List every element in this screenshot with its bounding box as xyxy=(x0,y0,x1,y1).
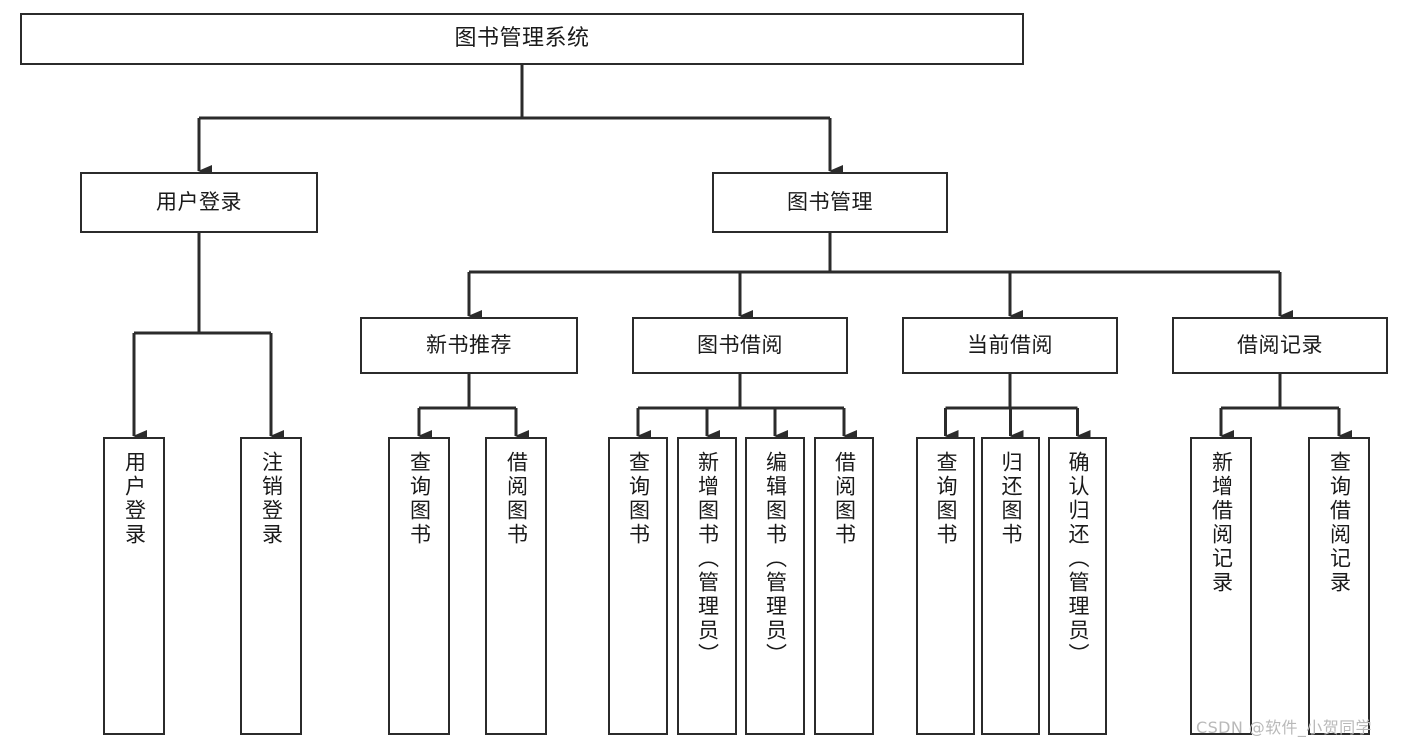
node-label: 编辑图书（管理员） xyxy=(763,451,788,667)
node-current-borrow: 当前借阅 xyxy=(902,317,1118,374)
node-leaf-10: 归还图书 xyxy=(981,437,1040,735)
node-label: 确认归还（管理员） xyxy=(1066,451,1090,667)
node-label: 新书推荐 xyxy=(426,333,512,358)
node-label: 新增图书（管理员） xyxy=(695,451,720,667)
node-leaf-9: 查询图书 xyxy=(916,437,975,735)
node-leaf-5: 查询图书 xyxy=(608,437,668,735)
node-leaf-4: 借阅图书 xyxy=(485,437,547,735)
node-label: 图书管理系统 xyxy=(454,26,590,52)
node-label: 查询借阅记录 xyxy=(1327,451,1352,595)
node-new-book-rec: 新书推荐 xyxy=(360,317,578,374)
node-borrow-record: 借阅记录 xyxy=(1172,317,1388,374)
node-label: 图书管理 xyxy=(787,190,873,215)
node-leaf-6: 新增图书（管理员） xyxy=(677,437,737,735)
node-label: 查询图书 xyxy=(407,451,432,547)
node-user-login: 用户登录 xyxy=(80,172,318,233)
node-book-manage: 图书管理 xyxy=(712,172,948,233)
node-label: 归还图书 xyxy=(999,451,1023,547)
node-label: 当前借阅 xyxy=(967,333,1053,358)
node-leaf-1: 用户登录 xyxy=(103,437,165,735)
node-label: 图书借阅 xyxy=(697,333,783,358)
node-label: 借阅图书 xyxy=(504,451,529,547)
node-label: 新增借阅记录 xyxy=(1209,451,1234,595)
node-label: 借阅图书 xyxy=(832,451,857,547)
node-leaf-11: 确认归还（管理员） xyxy=(1048,437,1107,735)
node-leaf-13: 查询借阅记录 xyxy=(1308,437,1370,735)
node-leaf-12: 新增借阅记录 xyxy=(1190,437,1252,735)
node-label: 用户登录 xyxy=(156,190,242,215)
node-label: 借阅记录 xyxy=(1237,333,1323,358)
node-leaf-2: 注销登录 xyxy=(240,437,302,735)
node-leaf-3: 查询图书 xyxy=(388,437,450,735)
node-leaf-8: 借阅图书 xyxy=(814,437,874,735)
node-root: 图书管理系统 xyxy=(20,13,1024,65)
node-label: 注销登录 xyxy=(259,451,284,547)
node-label: 用户登录 xyxy=(122,451,147,547)
node-label: 查询图书 xyxy=(934,451,958,547)
node-leaf-7: 编辑图书（管理员） xyxy=(745,437,805,735)
node-book-borrow: 图书借阅 xyxy=(632,317,848,374)
node-label: 查询图书 xyxy=(626,451,651,547)
